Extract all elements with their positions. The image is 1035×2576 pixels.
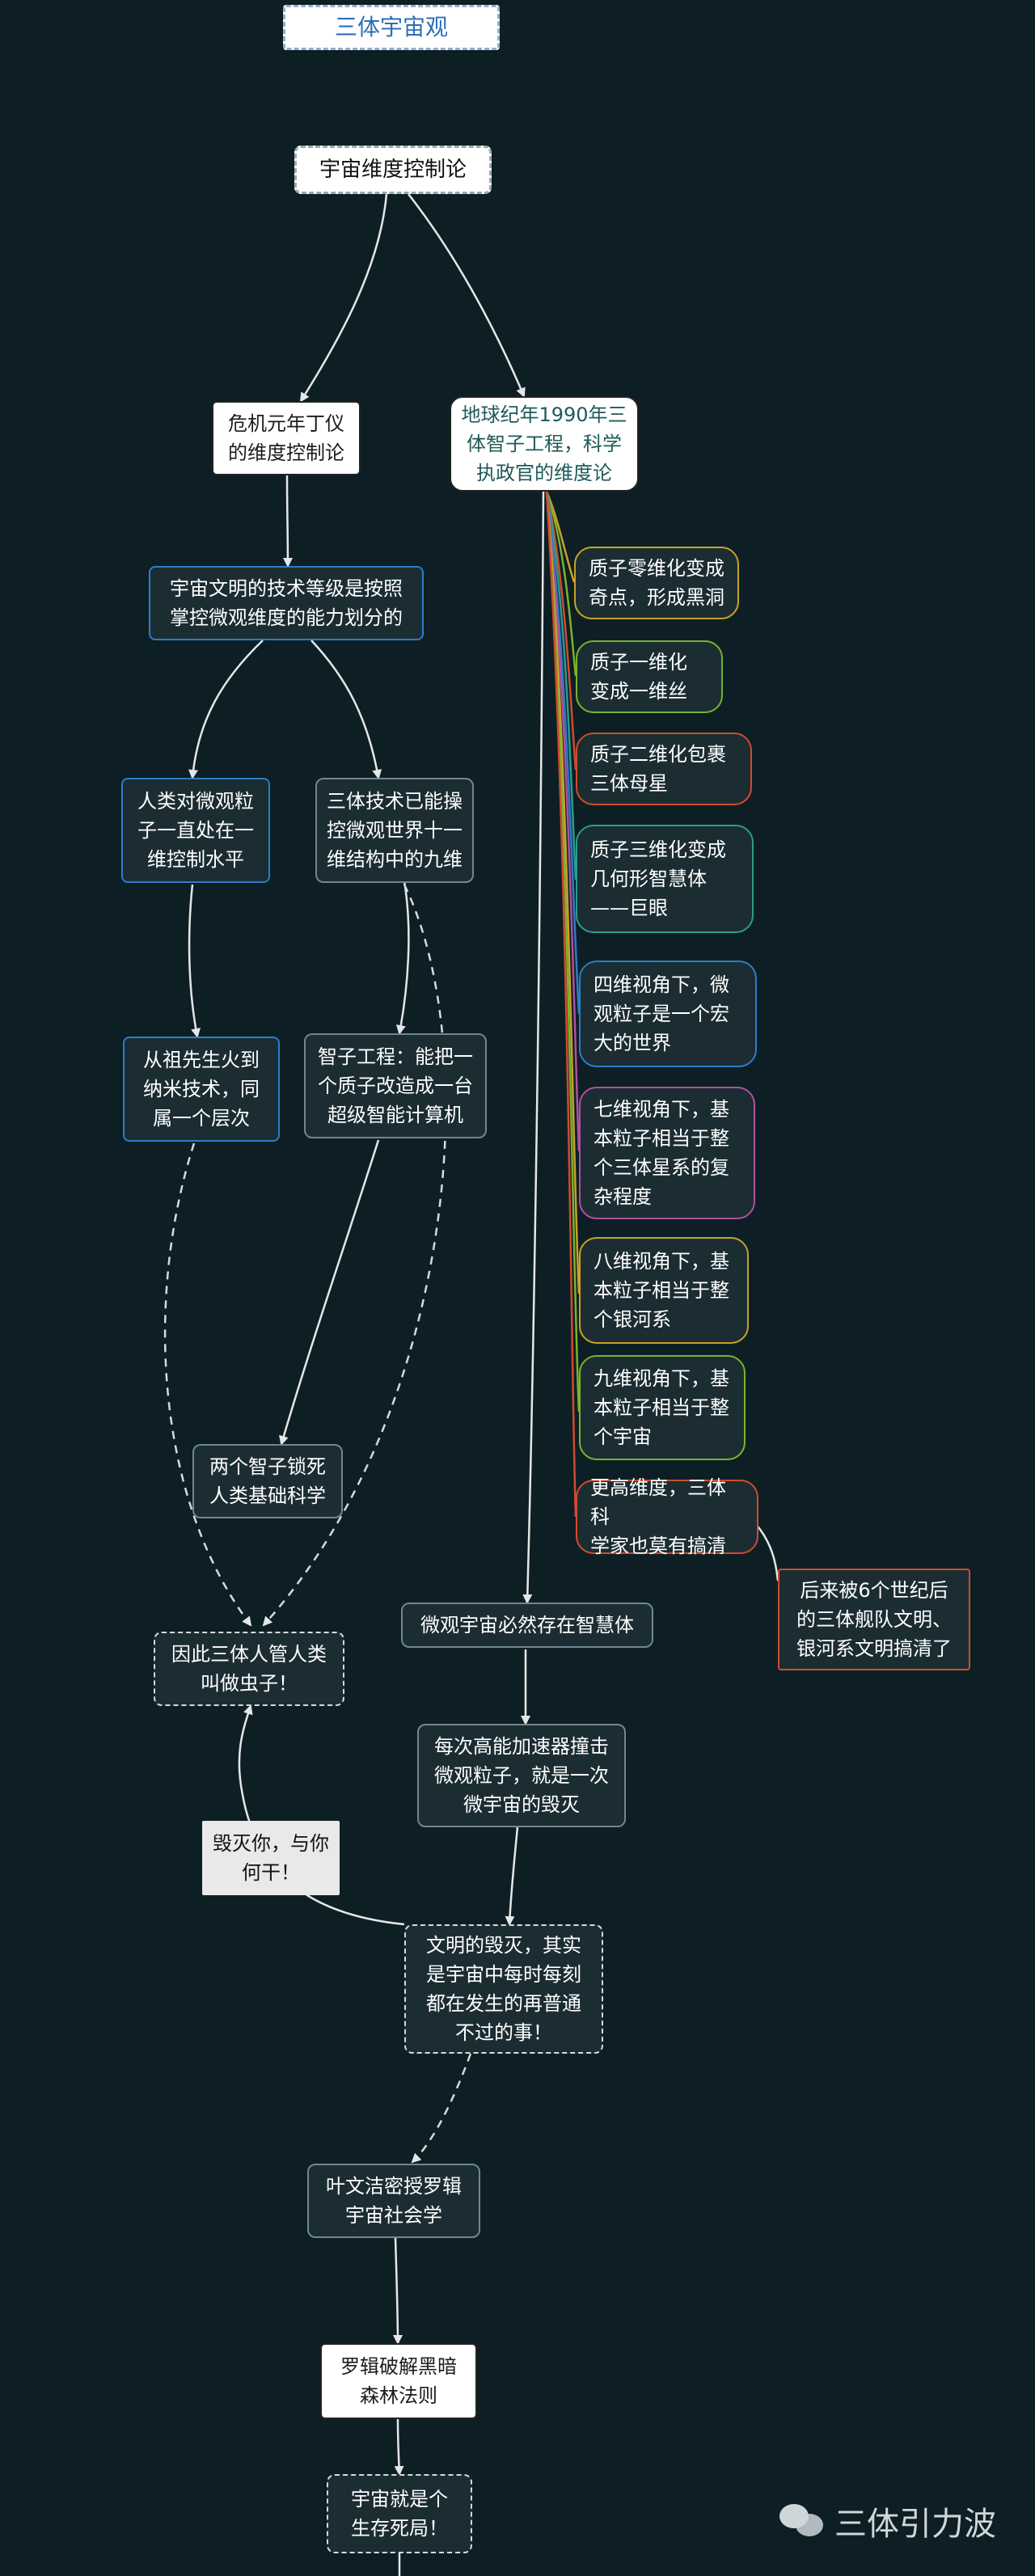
dashed-destruction-ye (411, 2053, 472, 2164)
leaf-dim-higher: 更高维度，三体科 学家也莫有搞清 (576, 1476, 758, 1557)
leaf-dim-3: 质子三维化变成 几何形智慧体 ——巨眼 (576, 825, 754, 933)
node-earth-1990: 地球纪年1990年三 体智子工程，科学 执政官的维度论 (450, 396, 639, 492)
node-destruction: 文明的毁灭，其实 是宇宙中每时每刻 都在发生的再普通 不过的事！ (404, 1924, 603, 2054)
node-lock: 两个智子锁死 人类基础科学 (192, 1444, 343, 1518)
leaf-dim-1: 质子一维化 变成一维丝 (576, 640, 723, 713)
node-micro-life: 微观宇宙必然存在智慧体 (401, 1603, 653, 1648)
dashed-trisolar-bugs (262, 884, 447, 1627)
edge-collider-destruction (505, 1826, 519, 1926)
leaf-dim-7: 七维视角下，基 本粒子相当于整 个三体星系的复 杂程度 (579, 1087, 755, 1219)
leaf-dim-8: 八维视角下，基 本粒子相当于整 个银河系 (579, 1237, 749, 1344)
node-collider: 每次高能加速器撞击 微观粒子，就是一次 微宇宙的毁灭 (417, 1724, 626, 1827)
dashed-ancestors-bugs (163, 1142, 252, 1627)
edge-tech-trisolar (310, 640, 382, 779)
edge-sophon-lock (279, 1139, 380, 1446)
edge-dingyi-tech (282, 475, 293, 568)
node-ancestors: 从祖先生火到 纳米技术，同 属一个层次 (123, 1037, 280, 1142)
leaf-dim-0: 质子零维化变成 奇点，形成黑洞 (574, 547, 739, 619)
edge-label-destroy: 毁灭你，与你 何干！ (202, 1821, 340, 1895)
node-bugs: 因此三体人管人类 叫做虫子！ (154, 1632, 344, 1706)
edge-root-earth (408, 193, 526, 398)
node-human-1d: 人类对微观粒 子一直处在一 维控制水平 (121, 778, 270, 883)
watermark-text: 三体引力波 (834, 2506, 996, 2543)
node-trisolar-9d: 三体技术已能操 控微观世界十一 维结构中的九维 (315, 778, 474, 883)
node-root: 宇宙维度控制论 (294, 146, 492, 194)
edge-human-ancestors (188, 884, 201, 1038)
node-tech-level: 宇宙文明的技术等级是按照 掌控微观维度的能力划分的 (149, 566, 424, 640)
page-title: 三体宇宙观 (283, 5, 500, 50)
edge-earth-micro (522, 491, 545, 1604)
node-later: 后来被6个世纪后 的三体舰队文明、 银河系文明搞清了 (778, 1569, 970, 1670)
wechat-icon (779, 2502, 825, 2540)
leaf-fan (545, 491, 581, 1518)
edge-luoji-survival (394, 2418, 404, 2476)
leaf-dim-4: 四维视角下，微 观粒子是一个宏 大的世界 (579, 961, 757, 1067)
node-dingyi: 危机元年丁仪 的维度控制论 (212, 401, 361, 475)
watermark: 三体引力波 (779, 2501, 996, 2543)
node-sophon: 智子工程：能把一 个质子改造成一台 超级智能计算机 (304, 1033, 487, 1138)
node-luoji: 罗辑破解黑暗 森林法则 (320, 2343, 477, 2419)
edge-root-dingyi (299, 193, 388, 403)
node-ye-wenjie: 叶文洁密授罗辑 宇宙社会学 (307, 2164, 480, 2238)
leaf-dim-2: 质子二维化包裹 三体母星 (576, 733, 752, 805)
edge-tech-human (188, 640, 264, 779)
leaf-dim-9: 九维视角下，基 本粒子相当于整 个宇宙 (579, 1355, 746, 1460)
node-survival: 宇宙就是个 生存死局！ (327, 2474, 472, 2553)
edge-trisolar-sophon (395, 880, 410, 1035)
